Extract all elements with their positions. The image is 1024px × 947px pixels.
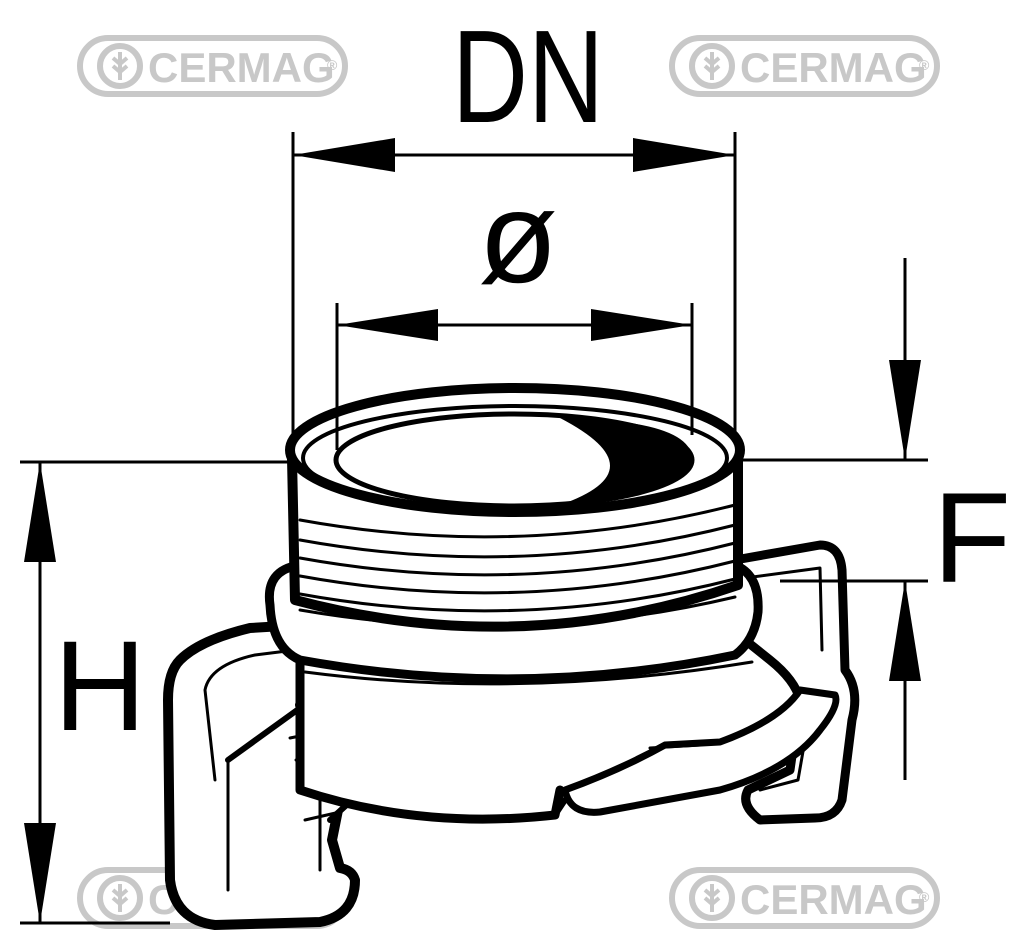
watermark-bottom-right: CERMAG ® [669, 867, 940, 929]
watermark-top-left: CERMAG ® [77, 35, 348, 97]
diameter-label: ø [478, 164, 557, 310]
inner-bore-shadow [560, 418, 692, 505]
wheat-wrench-logo-icon [97, 875, 143, 921]
wheat-wrench-logo-icon [97, 43, 143, 89]
diameter-arrow-left [337, 309, 438, 341]
watermark-text: CERMAG [740, 44, 927, 91]
dn-arrow-left [293, 138, 395, 172]
dn-label: DN [452, 3, 604, 150]
coupling-body [163, 383, 860, 930]
watermark-registered-mark: ® [919, 57, 930, 73]
dimension-lines [20, 132, 928, 925]
wheat-wrench-logo-icon [689, 875, 735, 921]
top-rim-middle [301, 404, 729, 512]
watermark-text: CERMAG [740, 876, 927, 923]
diameter-arrow-right [591, 309, 692, 341]
wheat-wrench-logo-icon [689, 43, 735, 89]
dn-arrow-right [633, 138, 735, 172]
lower-body [295, 635, 565, 824]
watermark-registered-mark: ® [919, 889, 930, 905]
f-arrow-top [889, 360, 921, 460]
watermark-registered-mark: ® [327, 57, 338, 73]
f-label: F [933, 467, 1011, 610]
h-arrow-bottom [24, 823, 56, 923]
h-label: H [54, 615, 146, 758]
f-arrow-bottom [889, 581, 921, 681]
watermark-top-right: CERMAG ® [669, 35, 940, 97]
watermark-text: CERMAG [148, 44, 335, 91]
h-arrow-top [24, 462, 56, 562]
right-lever [561, 686, 840, 816]
